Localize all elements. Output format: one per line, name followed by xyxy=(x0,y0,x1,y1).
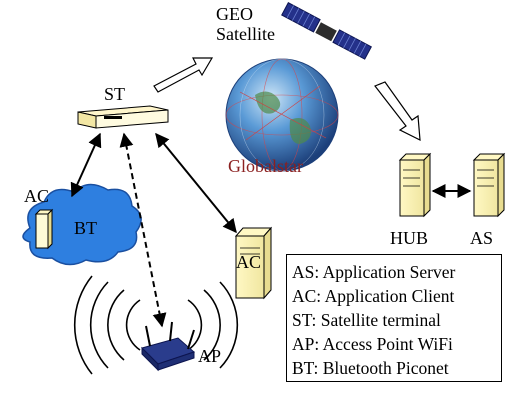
globalstar-label: Globalstar xyxy=(228,156,303,176)
satellite-icon xyxy=(281,1,372,60)
satellite-terminal-icon xyxy=(77,105,169,129)
legend-box: AS: Application Server AC: Application C… xyxy=(286,254,502,382)
legend-item-st: ST: Satellite terminal xyxy=(292,310,441,330)
hub-label: HUB xyxy=(390,228,429,248)
downlink-arrow xyxy=(374,81,421,142)
ap-label: AP xyxy=(198,346,222,366)
application-client-icon xyxy=(234,226,273,300)
st-ap-link xyxy=(119,132,167,328)
legend-item-as: AS: Application Server xyxy=(292,262,456,282)
wifi-waves-icon xyxy=(73,275,239,375)
client-small-icon xyxy=(34,208,54,250)
st-bt-link xyxy=(70,132,102,198)
ac-server-label: AC xyxy=(236,252,262,272)
hub-server-icon xyxy=(398,152,432,218)
legend-item-ap: AP: Access Point WiFi xyxy=(292,334,453,354)
application-server-icon xyxy=(472,152,506,218)
satellite-label: Satellite xyxy=(216,24,275,44)
router-icon xyxy=(141,321,195,372)
legend-item-bt: BT: Bluetooth Piconet xyxy=(292,358,449,378)
ac-top-label: AC xyxy=(24,186,50,206)
as-label: AS xyxy=(470,228,494,248)
geo-label: GEO xyxy=(216,4,253,24)
uplink-arrow xyxy=(153,57,214,93)
bt-label: BT xyxy=(74,218,98,238)
legend-item-ac: AC: Application Client xyxy=(292,286,455,306)
st-ac-link xyxy=(155,132,237,234)
st-label: ST xyxy=(104,84,126,104)
globe-icon xyxy=(225,58,339,172)
